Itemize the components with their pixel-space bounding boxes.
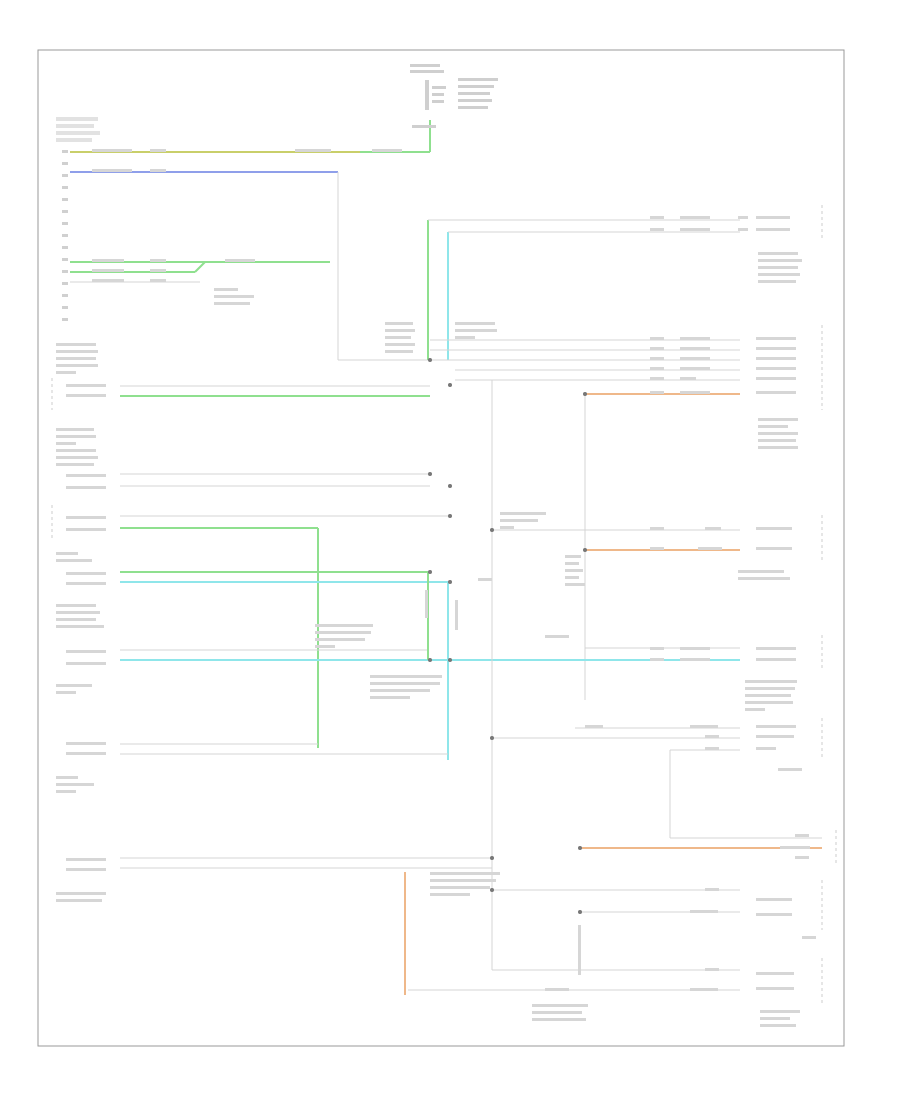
- wire-labels-top: [92, 149, 402, 172]
- bottom-right-labels: [780, 834, 810, 859]
- left-component-6: [56, 742, 448, 793]
- right-component-2: [430, 325, 823, 700]
- wire-green-splice-join: [194, 261, 206, 273]
- center-labels-lower: [315, 590, 458, 699]
- right-component-4: [545, 635, 823, 711]
- center-right-labels: [478, 512, 585, 586]
- left-component-5: [56, 604, 740, 694]
- left-component-7: [56, 857, 492, 902]
- left-component-2: [56, 428, 430, 489]
- right-component-5: [492, 718, 823, 839]
- bottom-splice: [430, 872, 588, 1021]
- right-component-7: [408, 958, 823, 1027]
- center-labels-upper: [385, 322, 497, 353]
- connector-pin-column: [62, 150, 68, 321]
- top-left-connector: [56, 117, 100, 142]
- left-component-4: [56, 552, 448, 585]
- top-splice: [410, 64, 498, 128]
- left-component-3: [51, 505, 450, 748]
- right-component-1: [650, 205, 823, 283]
- splice-dots: [428, 358, 587, 914]
- right-component-3: [492, 515, 823, 580]
- right-component-6: [492, 880, 823, 939]
- diagram-border: [37, 49, 845, 1047]
- left-component-1: [51, 343, 430, 410]
- splice-labels: [92, 259, 255, 305]
